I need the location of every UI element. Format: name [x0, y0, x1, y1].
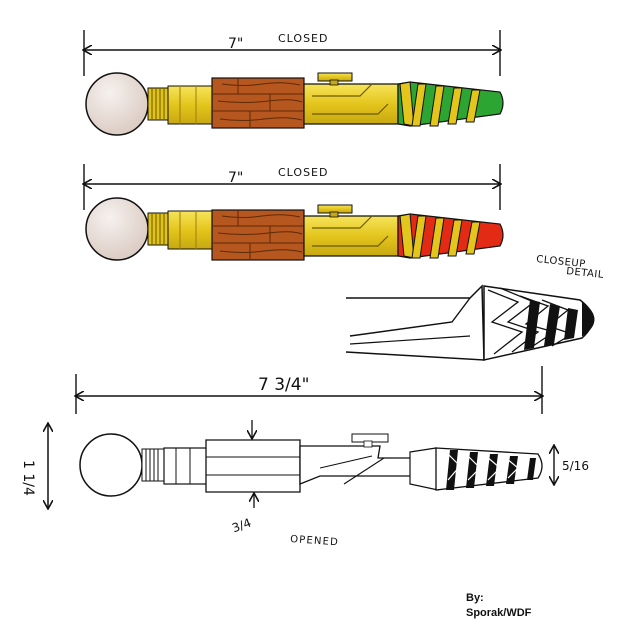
credit-by: By:	[466, 592, 484, 604]
globe-emitter	[85, 197, 149, 261]
wood-grip	[211, 77, 305, 129]
opened-screwdriver: 7 3/4" 1 1/4 3/4	[20, 366, 589, 548]
opened-label: OPENED	[290, 534, 340, 548]
author-credit: By: Sporak/WDF	[466, 591, 531, 621]
wood-thickness-label: 3/4	[230, 516, 253, 536]
brass-collar	[167, 210, 215, 250]
spiral-claws	[399, 81, 481, 127]
knurled-neck	[141, 448, 165, 482]
wood-grip	[205, 439, 301, 493]
credit-author: Sporak/WDF	[466, 607, 532, 619]
brass-body	[303, 83, 399, 125]
knurled-neck	[147, 212, 169, 246]
brass-body	[303, 215, 399, 257]
state-label: CLOSED	[278, 32, 328, 45]
tip-diameter-label: 5/16	[562, 459, 589, 473]
globe-emitter	[79, 433, 143, 497]
closeup-label: CLOSEUP	[536, 254, 586, 270]
brass-collar	[167, 85, 215, 125]
height-label: 1 1/4	[20, 460, 36, 496]
length-label: 7"	[228, 170, 243, 186]
closed-screwdriver-green: 7" CLOSED	[84, 30, 504, 136]
spiral-claws	[399, 213, 481, 259]
state-label: CLOSED	[278, 166, 328, 179]
length-label: 7 3/4"	[258, 375, 309, 395]
knurled-neck	[147, 87, 169, 121]
detail-label: DETAIL	[566, 266, 605, 281]
wood-grip	[211, 209, 305, 261]
closed-screwdriver-red: 7" CLOSED	[84, 164, 504, 261]
length-label: 7"	[228, 36, 243, 52]
brass-body	[299, 445, 413, 485]
closeup-detail: CLOSEUP DETAIL	[345, 254, 605, 361]
globe-emitter	[85, 72, 149, 136]
